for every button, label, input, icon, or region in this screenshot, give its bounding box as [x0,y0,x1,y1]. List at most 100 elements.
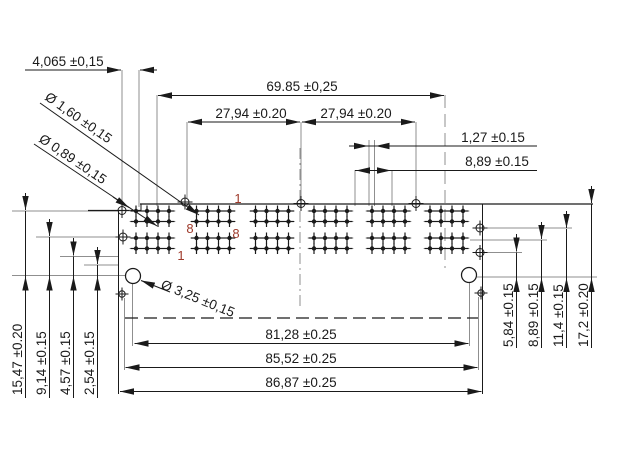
dim-4065-label: 4,065 ±0,15 [32,54,103,69]
pin-hole [144,208,150,214]
dim-1547-label: 15,47 ±0.20 [10,324,25,395]
leader-dia-325 [140,280,171,293]
pin-hole [144,246,150,251]
pin-hole [311,235,317,241]
pin-hole [286,208,291,214]
pin-hole [344,235,350,241]
pin-hole [380,208,386,214]
pin-hole [216,219,221,224]
pin-hole [166,219,172,224]
pin-field [129,205,470,254]
pin-hole [391,208,397,214]
pin-hole [275,219,280,224]
pin-hole [402,219,408,224]
pin-hole [402,208,408,214]
pin-hole [333,235,339,241]
pin-hole [380,246,386,251]
pin-hole [205,219,210,224]
pin-hole [286,235,291,241]
pin-hole [275,235,280,241]
pin-hole [227,246,232,251]
pin-hole [449,219,455,224]
pin-hole [369,208,375,214]
pin-label-1-bottom: 1 [177,248,184,263]
small-hole-bottom-right [474,286,488,300]
pin-hole [438,219,444,224]
pin-hole [155,235,161,241]
pin-hole [133,219,139,224]
pin-hole [194,246,199,251]
pin-hole [402,246,408,251]
pin-hole [438,208,444,214]
dia-325-label: Ø 3,25 ±0,15 [159,277,237,320]
pin-hole [427,246,433,251]
extension-lines [12,70,597,370]
pin-hole [333,246,339,251]
dim-6985-label: 69.85 ±0,25 [266,79,337,94]
dim-2794-left-label: 27,94 ±0.20 [215,106,286,121]
pin-number-labels: 1 8 8 1 [177,191,241,263]
pin-hole [391,235,397,241]
pin-hole [253,246,258,251]
pin-hole [460,235,466,241]
pin-hole [391,219,397,224]
pin-hole [144,235,150,241]
dimension-lines [22,66,595,398]
pin-hole [155,208,161,214]
pin-hole [264,246,269,251]
pin-hole [227,208,232,214]
small-hole-bottom-left [115,287,129,301]
pin-hole [133,235,139,241]
dim-114-label: 11,4 ±0.15 [551,284,566,347]
leader-dia-089-arrow2 [112,196,130,209]
pin-hole [344,219,350,224]
pin-hole [449,208,455,214]
pin-hole [166,246,172,251]
pin-hole [333,219,339,224]
pin-hole [322,246,328,251]
leader-lines [33,102,200,293]
leader-dia-160 [39,102,200,216]
pin-hole [344,246,350,251]
pin-hole [460,208,466,214]
pin-hole [227,235,232,241]
pin-hole [333,208,339,214]
pin-hole [402,235,408,241]
dim-8552-label: 85,52 ±0.25 [265,351,336,366]
pin-hole [216,246,221,251]
dim-2794-right-label: 27,94 ±0.20 [320,106,391,121]
pin-hole [427,235,433,241]
leader-dia-089 [33,143,158,227]
pin-hole [438,235,444,241]
dim-172-label: 17,2 ±0.20 [576,283,591,347]
pin-hole [133,246,139,251]
mounting-hole-right [460,266,478,284]
pin-hole [216,208,221,214]
pin-label-1-top: 1 [234,191,241,206]
dim-889-top-label: 8,89 ±0.15 [465,154,529,169]
pin-hole [194,219,199,224]
pin-hole [253,208,258,214]
pin-hole [275,246,280,251]
side-hole-left-1 [114,203,130,218]
pin-hole [391,246,397,251]
locating-hole-top-3 [408,196,424,211]
pin-hole [311,246,317,251]
dim-8128-label: 81,28 ±0.25 [265,327,336,342]
pin-hole [216,235,221,241]
pin-hole [253,235,258,241]
pin-hole [194,235,199,241]
pin-hole [369,246,375,251]
pin-hole [427,219,433,224]
pin-hole [427,208,433,214]
pin-hole [344,208,350,214]
pin-hole [449,235,455,241]
pin-hole [460,246,466,251]
pin-hole [369,219,375,224]
pin-hole [311,208,317,214]
pin-hole [438,246,444,251]
pin-hole [205,235,210,241]
pin-hole [205,246,210,251]
pin-hole [322,208,328,214]
